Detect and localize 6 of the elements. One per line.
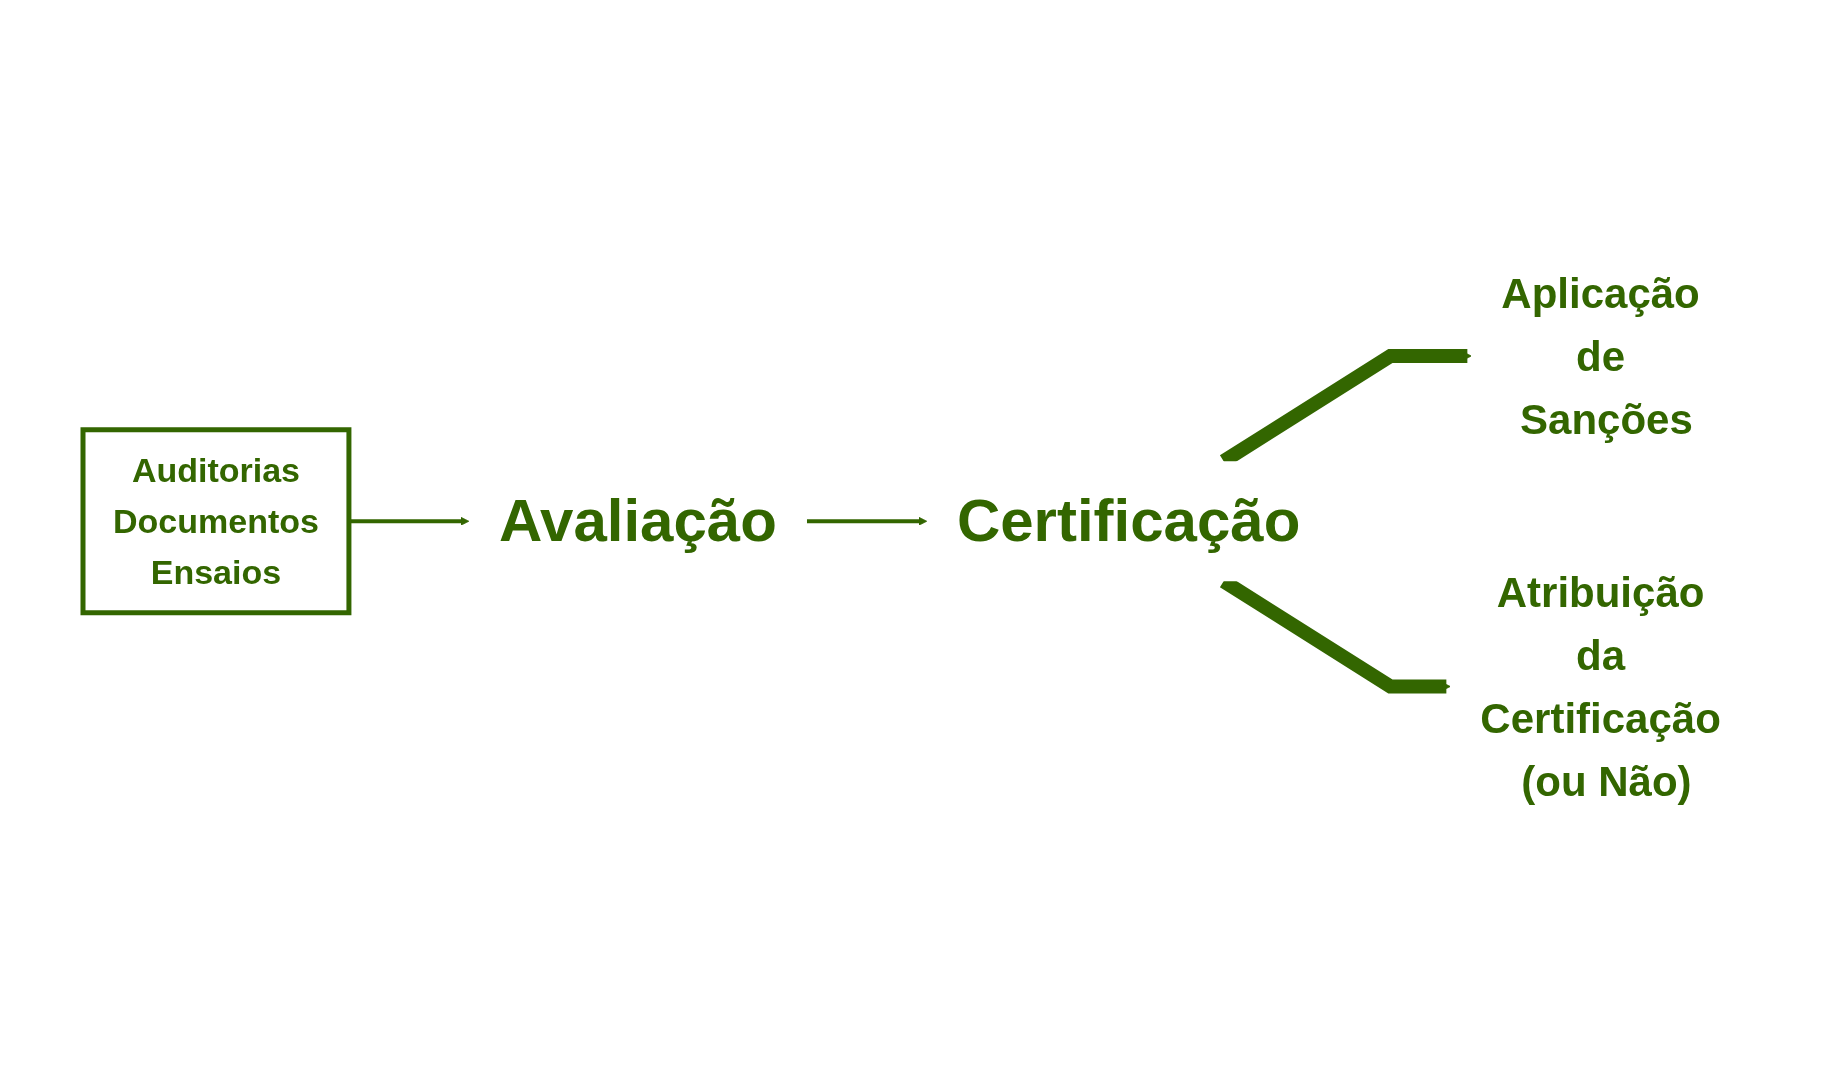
- arrow: [806, 516, 928, 526]
- node-box: Auditorias Documentos Ensaios: [80, 427, 352, 616]
- node-text: Certificação: [956, 487, 1301, 555]
- node-text: Avaliação: [498, 487, 777, 555]
- node-text: Aplicação de Sanções: [1501, 269, 1700, 443]
- node-text: Atribuição da Certificação (ou Não): [1480, 568, 1721, 805]
